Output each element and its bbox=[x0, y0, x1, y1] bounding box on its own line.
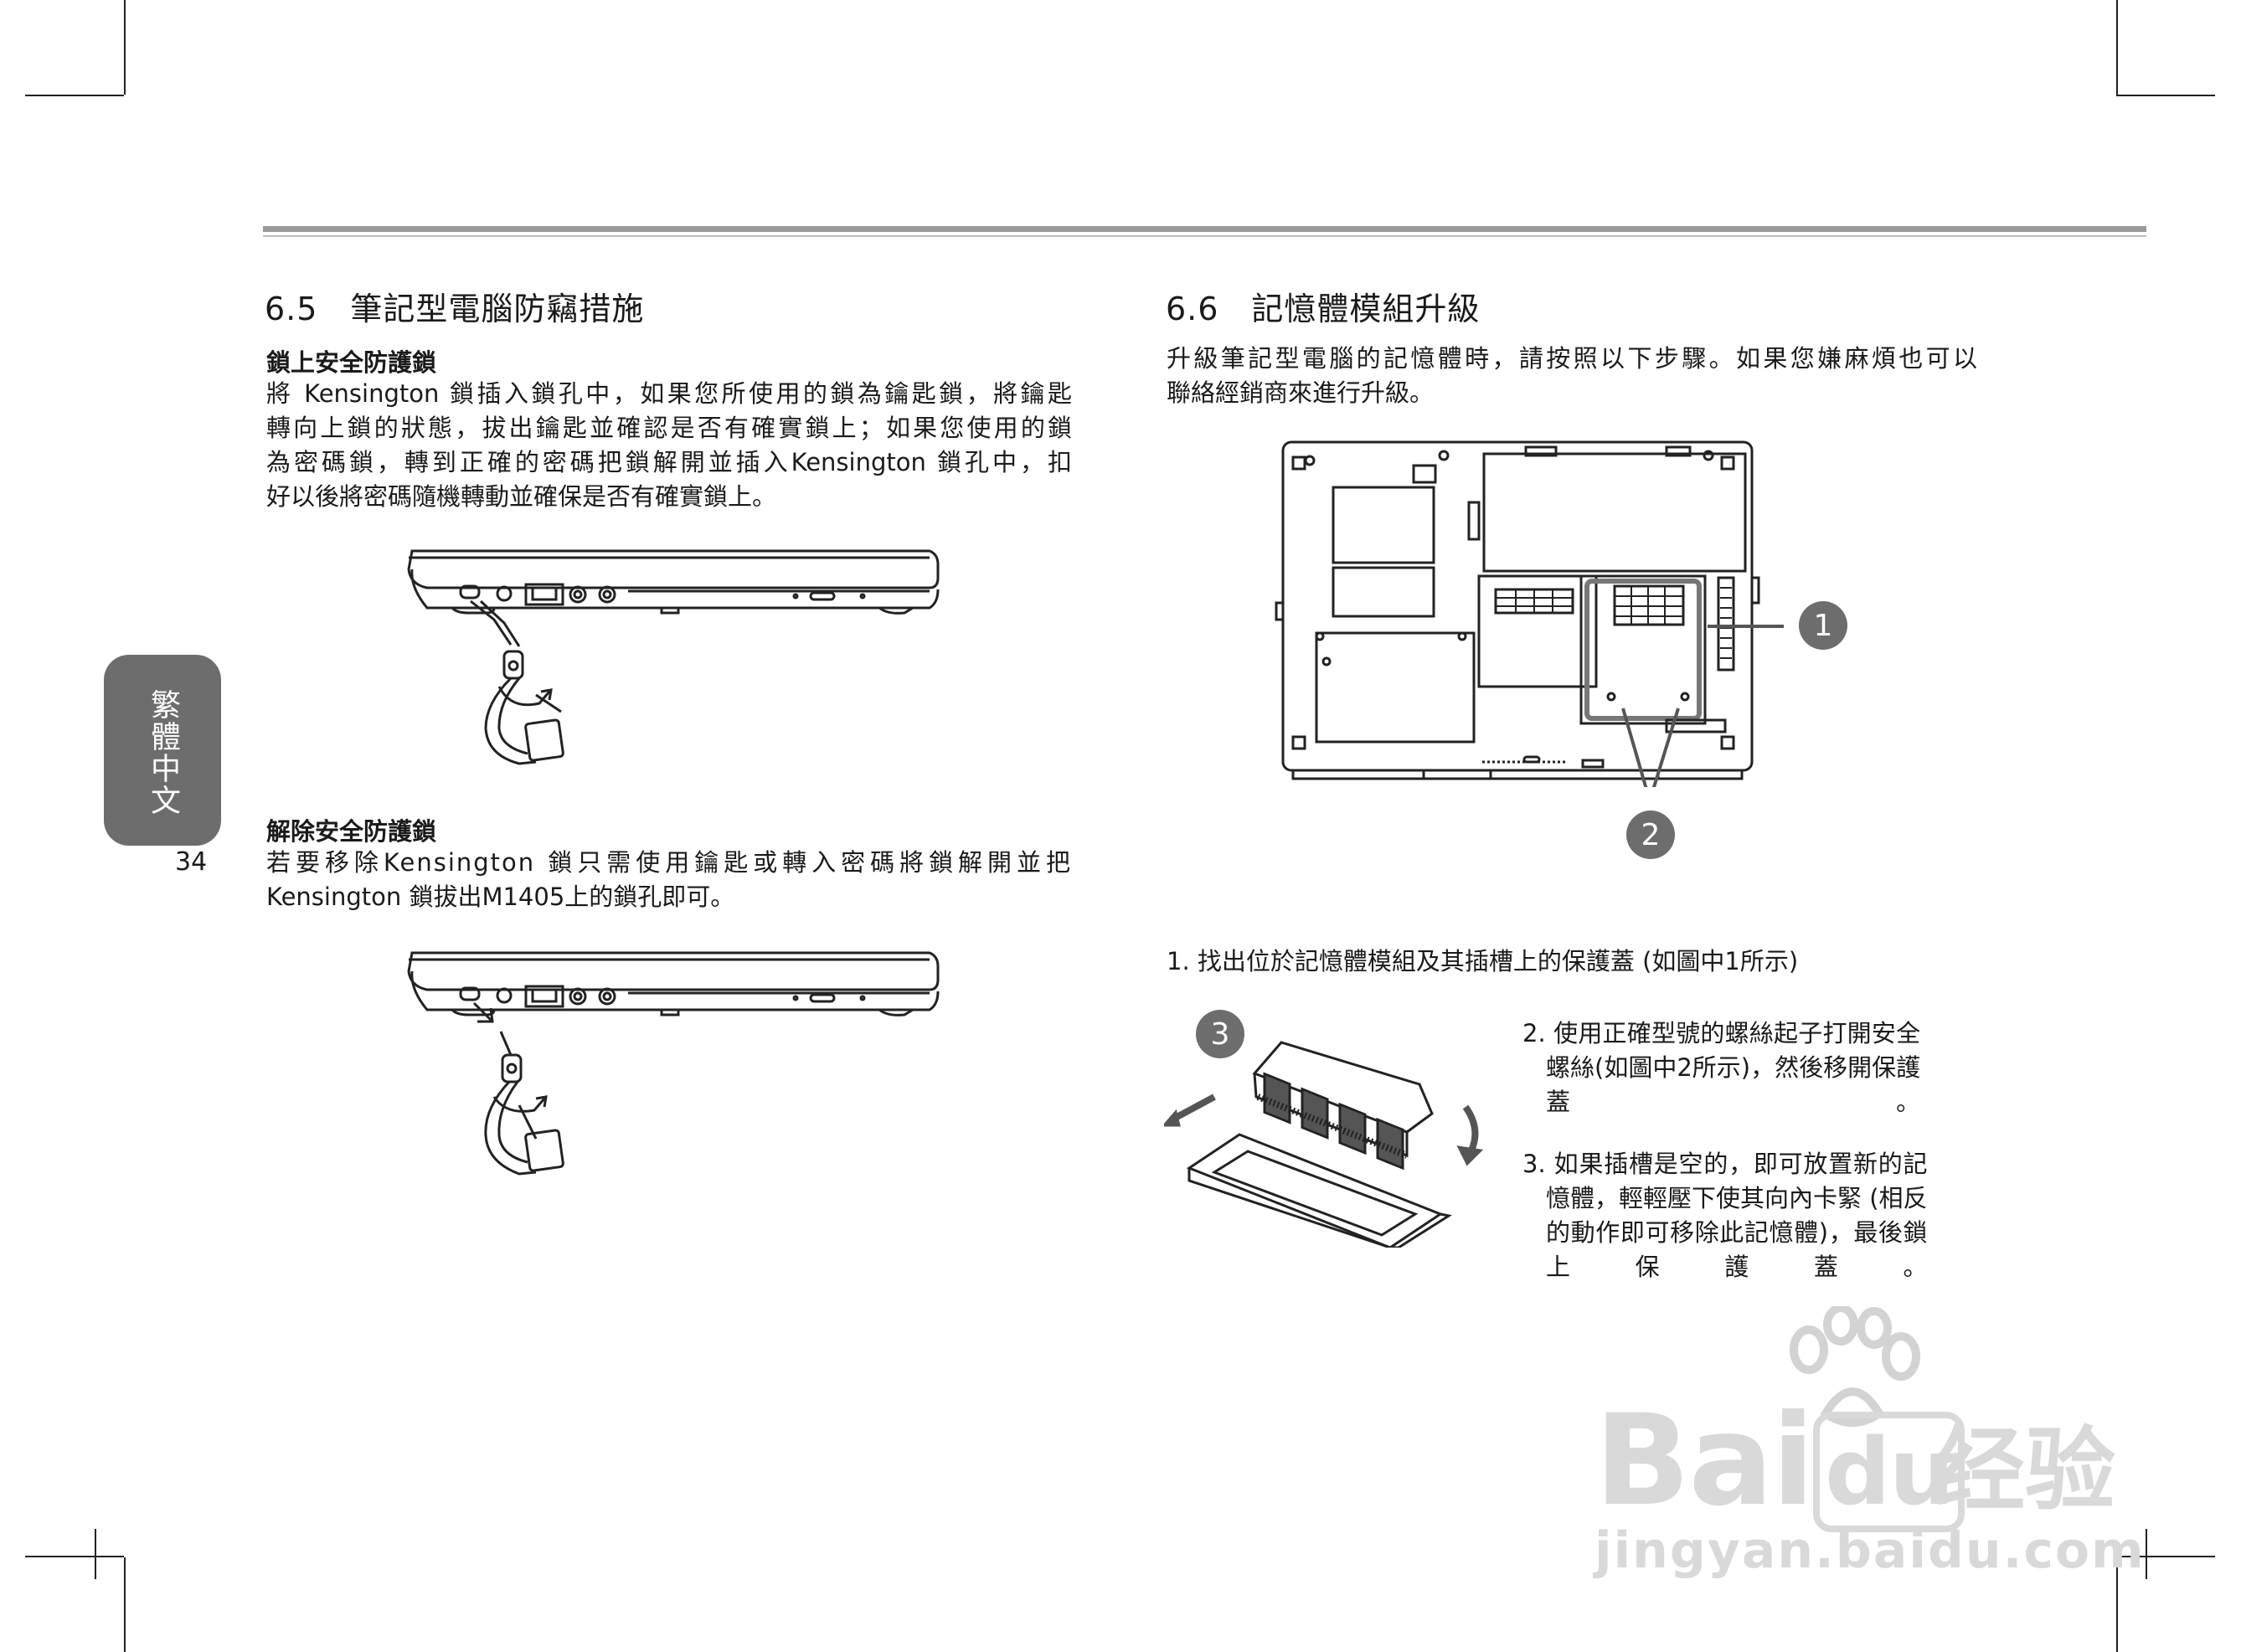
text-line: 上保護蓋。 bbox=[1546, 1253, 1928, 1281]
laptop-unlock-illustration bbox=[407, 951, 940, 1176]
watermark-brand-part2: du bbox=[1812, 1412, 1965, 1532]
callout-2: 2 bbox=[1626, 811, 1675, 859]
text-line: Kensington 鎖拔出M1405上的鎖孔即可。 bbox=[266, 883, 735, 911]
paw-icon bbox=[1790, 1306, 1920, 1427]
text-line: 聯絡經銷商來進行升級。 bbox=[1167, 378, 1435, 407]
memory-intro: 升級筆記型電腦的記憶體時，請按照以下步驟。如果您嫌麻煩也可以 聯絡經銷商來進行升… bbox=[1167, 342, 1977, 410]
page-number: 34 bbox=[175, 847, 208, 877]
memory-module-illustration bbox=[1164, 1041, 1484, 1248]
callout-1: 1 bbox=[1799, 601, 1847, 650]
text-line: 2. 使用正確型號的螺絲起子打開安全 bbox=[1522, 1019, 1921, 1047]
step-2: 2. 使用正確型號的螺絲起子打開安全 螺絲(如圖中2所示)，然後移開保護 蓋。 bbox=[1522, 1016, 1920, 1119]
callout-3-label: 3 bbox=[1210, 1017, 1230, 1052]
text-line: 蓋。 bbox=[1546, 1088, 1921, 1116]
header-rule-thin bbox=[263, 235, 2146, 237]
language-tab: 繁體中文 bbox=[104, 655, 221, 846]
watermark-cn: 经验 bbox=[1934, 1418, 2116, 1523]
crop-mark bbox=[2116, 1556, 2215, 1557]
crop-mark bbox=[95, 1529, 96, 1579]
text-line: 將 Kensington 鎖插入鎖孔中，如果您所使用的鎖為鑰匙鎖，將鑰匙 bbox=[266, 379, 1072, 408]
laptop-lock-illustration bbox=[407, 549, 940, 765]
callout-2-label: 2 bbox=[1641, 818, 1661, 852]
text-line: 轉向上鎖的狀態，拔出鑰匙並確認是否有確實鎖上；如果您使用的鎖 bbox=[266, 414, 1072, 442]
crop-mark bbox=[2116, 95, 2215, 96]
lock-paragraph: 將 Kensington 鎖插入鎖孔中，如果您所使用的鎖為鑰匙鎖，將鑰匙 轉向上… bbox=[266, 377, 1072, 514]
step-1: 1. 找出位於記憶體模組及其插槽上的保護蓋 (如圖中1所示) bbox=[1167, 947, 1799, 975]
text-line: 螺絲(如圖中2所示)，然後移開保護 bbox=[1546, 1053, 1921, 1082]
text-line: 好以後將密碼隨機轉動並確保是否有確實鎖上。 bbox=[266, 482, 777, 511]
watermark-brand-part: Bai bbox=[1594, 1388, 1815, 1534]
step-3: 3. 如果插槽是空的，即可放置新的記 憶體，輕輕壓下使其向內卡緊 (相反 的動作… bbox=[1522, 1147, 1928, 1284]
laptop-bottom-illustration bbox=[1275, 440, 1784, 787]
section-heading-6-6: 6.6 記憶體模組升級 bbox=[1166, 291, 1481, 327]
lock-title: 鎖上安全防護鎖 bbox=[266, 348, 437, 377]
crop-mark bbox=[2116, 0, 2118, 95]
language-tab-label: 繁體中文 bbox=[146, 689, 180, 816]
unlock-title: 解除安全防護鎖 bbox=[266, 817, 437, 846]
text-line: 若要移除Kensington 鎖只需使用鑰匙或轉入密碼將鎖解開並把 bbox=[266, 848, 1072, 877]
text-line: 憶體，輕輕壓下使其向內卡緊 (相反 bbox=[1546, 1184, 1928, 1212]
callout-1-label: 1 bbox=[1813, 609, 1833, 643]
header-rule bbox=[263, 226, 2146, 232]
crop-mark bbox=[124, 1557, 126, 1652]
crop-mark bbox=[25, 95, 124, 96]
unlock-paragraph: 若要移除Kensington 鎖只需使用鑰匙或轉入密碼將鎖解開並把 Kensin… bbox=[266, 846, 1072, 914]
crop-mark bbox=[124, 0, 126, 95]
text-line: 升級筆記型電腦的記憶體時，請按照以下步驟。如果您嫌麻煩也可以 bbox=[1167, 344, 1977, 373]
callout-3: 3 bbox=[1196, 1010, 1244, 1058]
crop-mark bbox=[25, 1556, 124, 1557]
crop-mark bbox=[2146, 1529, 2147, 1579]
text-line: 3. 如果插槽是空的，即可放置新的記 bbox=[1522, 1150, 1928, 1178]
text-line: 的動作即可移除此記憶體)，最後鎖 bbox=[1546, 1218, 1928, 1247]
watermark-url: jingyan.baidu.com bbox=[1594, 1521, 2146, 1580]
crop-mark bbox=[2116, 1557, 2118, 1652]
text-line: 為密碼鎖，轉到正確的密碼把鎖解開並插入Kensington 鎖孔中，扣 bbox=[266, 448, 1072, 476]
section-heading-6-5: 6.5 筆記型電腦防竊措施 bbox=[265, 291, 645, 327]
